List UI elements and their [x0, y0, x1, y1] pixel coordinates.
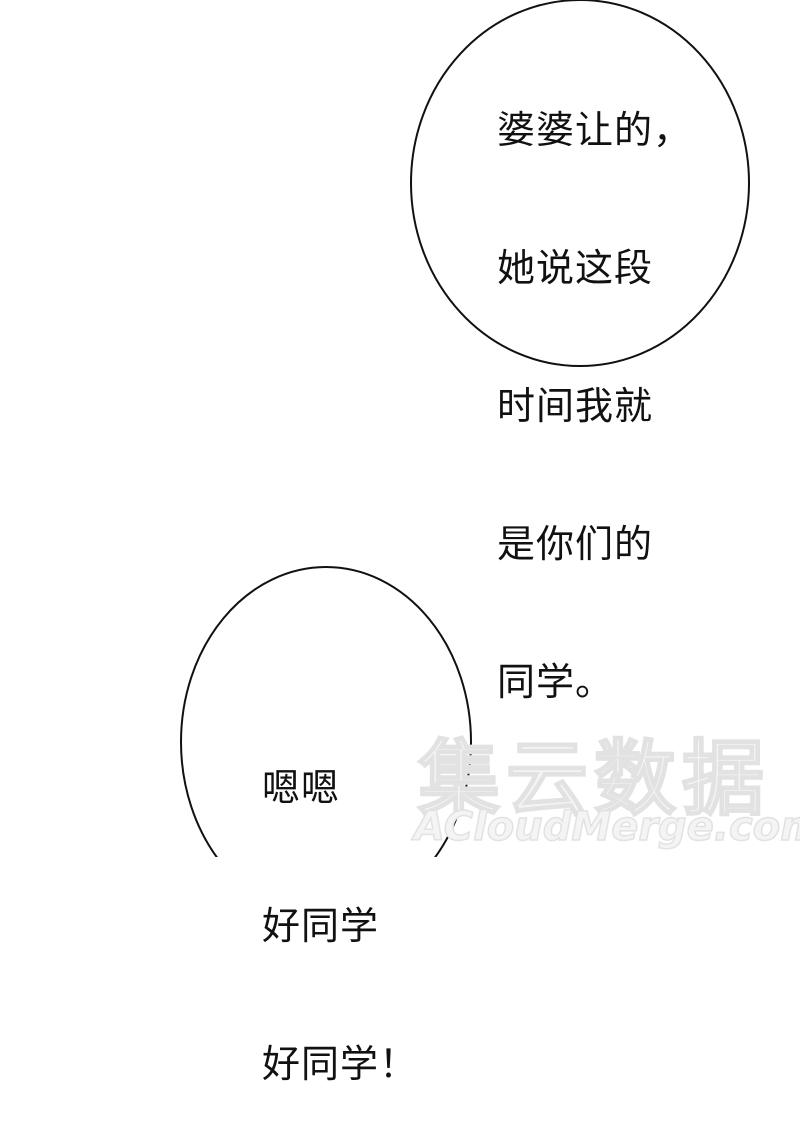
dialogue-line: 嗯嗯 [262, 766, 341, 810]
speech-bubble-top [410, 0, 750, 367]
speech-bubble-top-text: 婆婆让的， 她说这段 时间我就 是你们的 同学。 [497, 15, 692, 751]
dialogue-line: 时间我就 [497, 384, 654, 428]
dialogue-line: 同学。 [497, 660, 615, 704]
dialogue-line: 婆婆让的， [497, 108, 693, 152]
dialogue-line: 好同学 [262, 904, 380, 948]
dialogue-line: 她说这段 [497, 246, 654, 290]
dialogue-line: 是你们的 [497, 522, 654, 566]
speech-bubble-outlines [180, 0, 750, 857]
speech-bubble-bottom [180, 566, 472, 857]
speech-bubble-bottom-text: 嗯嗯 好同学 好同学！ [262, 673, 418, 1133]
dialogue-line: 好同学！ [262, 1042, 419, 1086]
